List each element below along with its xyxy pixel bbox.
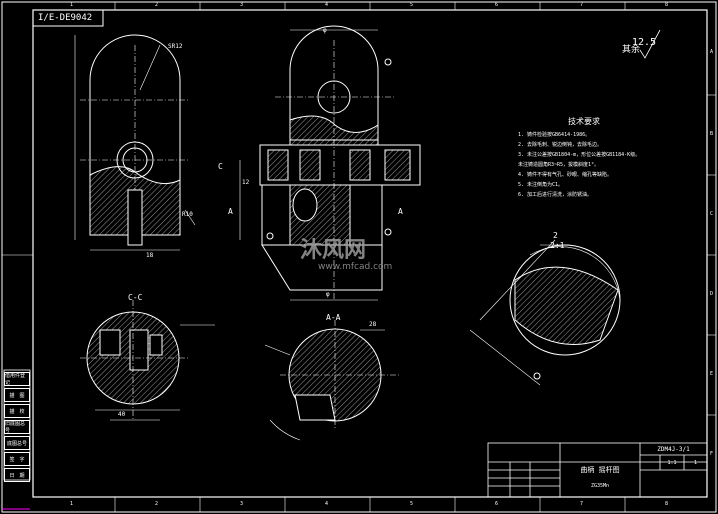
grid-top-8: 8 xyxy=(665,2,669,8)
sheet: 1 xyxy=(693,459,697,466)
front-view xyxy=(74,34,196,251)
drawing-code: I/E-DE9042 xyxy=(38,13,93,23)
grid-bottom-5: 5 xyxy=(410,501,414,507)
section-cc xyxy=(80,300,215,421)
grid-bottom-7: 7 xyxy=(580,501,584,507)
grid-top-4: 4 xyxy=(325,2,329,8)
roughness-value: 12.5 xyxy=(632,37,657,48)
material: ZG35Mn xyxy=(590,483,610,489)
sidebar-cell: 描 图 xyxy=(4,388,30,402)
grid-top-5: 5 xyxy=(410,2,414,8)
grid-right-e: E xyxy=(710,371,714,377)
detail-view xyxy=(469,239,621,386)
roughness-suffix: 其余 xyxy=(622,45,641,55)
dim-r10: R10 xyxy=(182,211,193,218)
drawing-number: ZDM4J-3/1 xyxy=(657,445,690,453)
grid-right-c: C xyxy=(710,211,714,217)
grid-bottom-8: 8 xyxy=(665,501,669,507)
grid-bottom-1: 1 xyxy=(70,501,74,507)
tech-notes: 1. 铸件检验按GB6414-1986。 2. 去除毛刺、锐边倒钝，去除毛边。 … xyxy=(518,130,640,200)
scale: 1:1 xyxy=(667,459,677,466)
sidebar-cell: 日 期 xyxy=(4,468,30,482)
sidebar-cell: 描 校 xyxy=(4,404,30,418)
dim-bottom: φ xyxy=(326,291,330,298)
part-name: 曲柄 摇杆图 xyxy=(580,466,620,474)
dim-18: 18 xyxy=(146,252,154,259)
section-aa xyxy=(264,320,400,441)
grid-bottom-6: 6 xyxy=(495,501,499,507)
grid-top-1: 1 xyxy=(70,2,74,8)
a-section-mark-left: A xyxy=(228,207,233,216)
dim-28: 28 xyxy=(369,321,377,328)
tech-note: 2. 去除毛刺、锐边倒钝，去除毛边。 xyxy=(518,142,603,148)
dim-40: 40 xyxy=(118,411,126,418)
tech-title: 技术要求 xyxy=(568,117,600,126)
c-section-mark: C xyxy=(218,162,223,171)
tech-note: 3. 未注公差按GB1804-m，形位公差按GB1184-K级。 xyxy=(518,152,641,158)
grid-right-a: A xyxy=(710,49,714,55)
sidebar-cell: 签 字 xyxy=(4,452,30,466)
grid-top-6: 6 xyxy=(495,2,499,8)
code-box xyxy=(32,9,104,27)
tech-note: 4. 铸件不得有气孔、砂眼、缩孔等缺陷。 xyxy=(518,172,613,178)
roughness-symbol xyxy=(639,29,661,59)
grid-right-b: B xyxy=(710,131,714,137)
dim-sr: SR12 xyxy=(168,43,183,50)
inner-frame xyxy=(32,9,708,498)
tech-note: 未注铸造圆角R3~R5，拔模斜度1°。 xyxy=(518,162,600,168)
grid-top-7: 7 xyxy=(580,2,584,8)
sidebar-cell: 旧底图总号 xyxy=(4,420,30,434)
sidebar-cell: 底图总号 xyxy=(4,436,30,450)
tech-note: 6. 加工后进行清洗，涂防锈油。 xyxy=(518,192,593,198)
section-aa-label: A-A xyxy=(326,313,341,322)
dim-top: φ xyxy=(323,27,327,34)
section-cc-label: C-C xyxy=(128,293,143,302)
watermark-brand: 沐风网 xyxy=(300,238,367,263)
title-block xyxy=(487,442,708,498)
grid-top-2: 2 xyxy=(155,2,159,8)
grid-right-d: D xyxy=(710,291,714,297)
sidebar-cell: 借用件登记 xyxy=(4,372,30,386)
grid-bottom-3: 3 xyxy=(240,501,244,507)
a-section-mark-right: A xyxy=(398,207,403,216)
watermark-url: www.mfcad.com xyxy=(318,262,393,272)
grid-bottom-4: 4 xyxy=(325,501,329,507)
grid-top-3: 3 xyxy=(240,2,244,8)
tech-note: 1. 铸件检验按GB6414-1986。 xyxy=(518,132,591,138)
grid-right-f: F xyxy=(710,451,714,457)
detail-scale: 2:1 xyxy=(550,241,565,250)
grid-bottom-2: 2 xyxy=(155,501,159,507)
detail-number: 2 xyxy=(553,231,558,240)
dim-12: 12 xyxy=(242,179,250,186)
side-view xyxy=(239,25,421,301)
tech-note: 5. 未注倒角为C1。 xyxy=(518,182,564,188)
